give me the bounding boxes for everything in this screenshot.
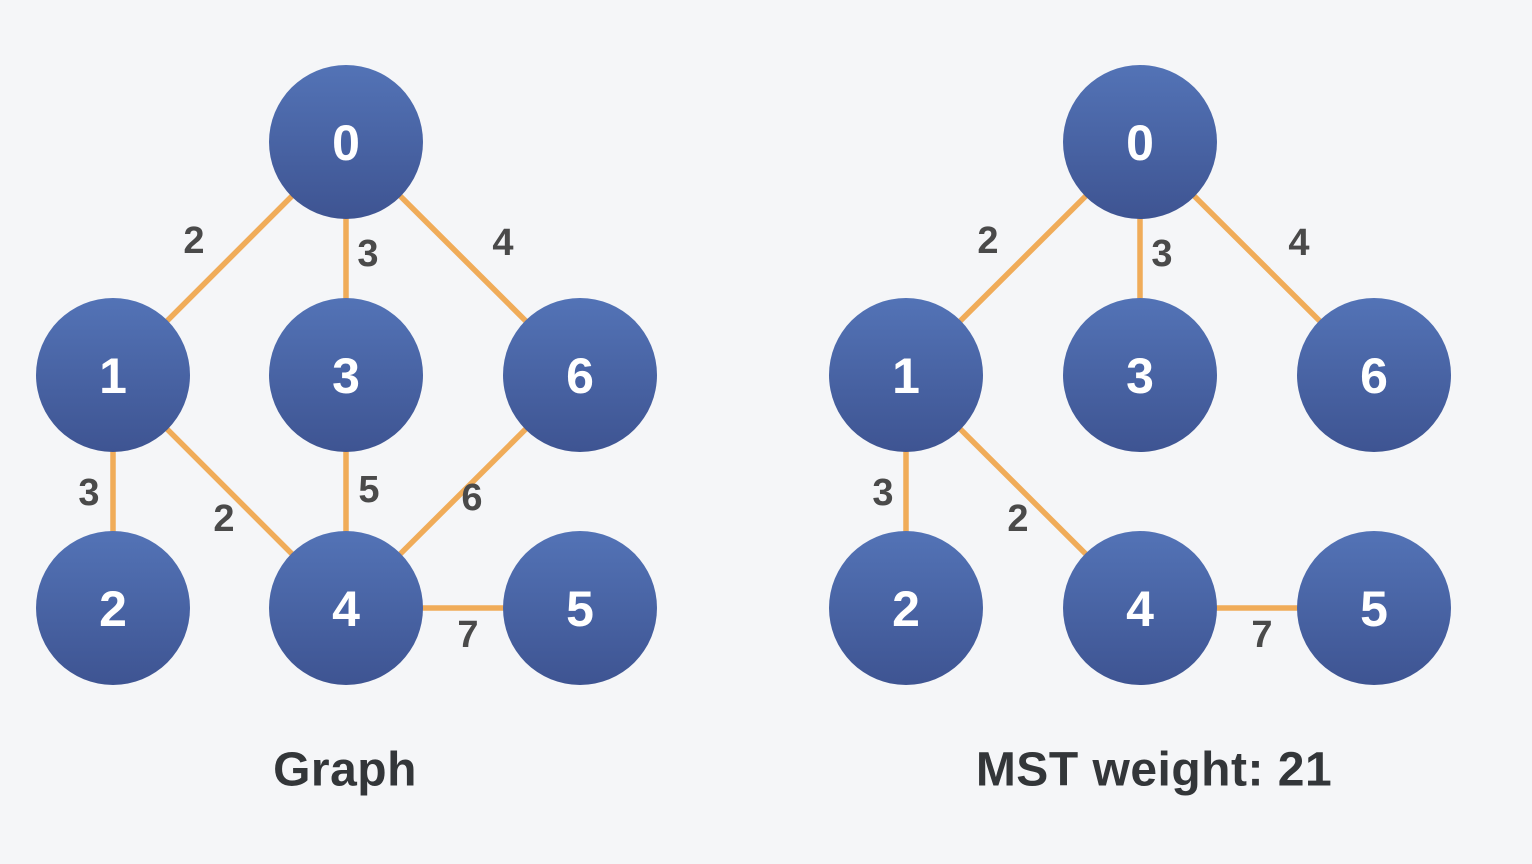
node-mst-1 bbox=[829, 298, 983, 452]
node-graph-0 bbox=[269, 65, 423, 219]
node-label-mst-2: 2 bbox=[892, 581, 920, 637]
node-label-mst-0: 0 bbox=[1126, 115, 1154, 171]
node-mst-6 bbox=[1297, 298, 1451, 452]
edge-weight-label-graph-0-1: 2 bbox=[183, 220, 204, 262]
node-graph-5 bbox=[503, 531, 657, 685]
node-graph-1 bbox=[36, 298, 190, 452]
node-label-graph-6: 6 bbox=[566, 348, 594, 404]
node-label-mst-6: 6 bbox=[1360, 348, 1388, 404]
node-label-mst-3: 3 bbox=[1126, 348, 1154, 404]
edge-weight-label-mst-0-1: 2 bbox=[977, 220, 998, 262]
node-graph-6 bbox=[503, 298, 657, 452]
node-label-mst-5: 5 bbox=[1360, 581, 1388, 637]
edge-weight-label-graph-4-5: 7 bbox=[457, 614, 478, 656]
node-label-graph-2: 2 bbox=[99, 581, 127, 637]
node-label-graph-1: 1 bbox=[99, 348, 127, 404]
node-graph-3 bbox=[269, 298, 423, 452]
edge-weight-label-graph-0-6: 4 bbox=[492, 222, 513, 264]
node-label-graph-3: 3 bbox=[332, 348, 360, 404]
node-label-mst-4: 4 bbox=[1126, 581, 1154, 637]
node-mst-5 bbox=[1297, 531, 1451, 685]
node-mst-3 bbox=[1063, 298, 1217, 452]
node-label-graph-5: 5 bbox=[566, 581, 594, 637]
graph-title: Graph bbox=[273, 743, 417, 797]
edge-weight-label-graph-1-2: 3 bbox=[78, 472, 99, 514]
node-graph-4 bbox=[269, 531, 423, 685]
edge-weight-label-graph-0-3: 3 bbox=[357, 233, 378, 275]
node-label-graph-0: 0 bbox=[332, 115, 360, 171]
edge-weight-label-mst-0-6: 4 bbox=[1288, 222, 1309, 264]
edge-weight-label-mst-4-5: 7 bbox=[1251, 614, 1272, 656]
node-mst-4 bbox=[1063, 531, 1217, 685]
edge-weight-label-graph-6-4: 6 bbox=[461, 477, 482, 519]
node-graph-2 bbox=[36, 531, 190, 685]
edge-weight-label-graph-1-4: 2 bbox=[213, 498, 234, 540]
node-label-mst-1: 1 bbox=[892, 348, 920, 404]
edge-weight-label-mst-1-2: 3 bbox=[872, 472, 893, 514]
edge-weight-label-graph-3-4: 5 bbox=[358, 469, 379, 511]
node-label-graph-4: 4 bbox=[332, 581, 360, 637]
node-mst-2 bbox=[829, 531, 983, 685]
edge-weight-label-mst-0-3: 3 bbox=[1151, 233, 1172, 275]
node-mst-0 bbox=[1063, 65, 1217, 219]
edge-weight-label-mst-1-4: 2 bbox=[1007, 498, 1028, 540]
mst-weight-title: MST weight: 21 bbox=[975, 743, 1333, 797]
